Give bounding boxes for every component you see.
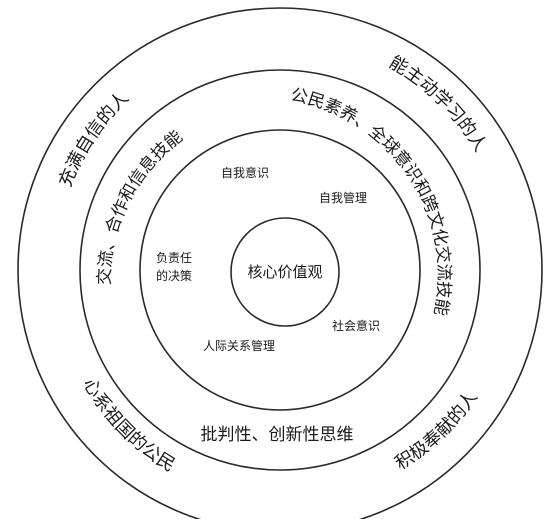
outer-label-active-contributor: 积极奉献的人: [392, 387, 482, 474]
middle-label-critical-thinking: 批判性、创新性思维: [201, 425, 354, 445]
outer-circle: [17, 7, 543, 519]
middle-circle: [79, 69, 481, 471]
inner-circle: [139, 129, 421, 411]
inner-label-relationship: 人际关系管理: [203, 338, 275, 353]
inner-label-social-awareness: 社会意识: [332, 318, 380, 333]
inner-label-decision-line2: 的决策: [156, 268, 192, 283]
outer-label-concerned-citizen: 心系祖国的公民: [79, 375, 179, 476]
core-label: 核心价值观: [247, 263, 322, 281]
outer-label-confident: 充满自信的人: [55, 88, 133, 190]
core-circle: [230, 217, 340, 327]
inner-label-self-management: 自我管理: [319, 190, 367, 205]
inner-label-decision-line1: 负责任: [156, 251, 192, 265]
outer-label-self-directed: 能主动学习的人: [385, 52, 490, 156]
middle-label-citizenship: 公民素养、全球意识和跨文化交流技能: [289, 85, 454, 317]
inner-label-self-awareness: 自我意识: [221, 165, 269, 180]
